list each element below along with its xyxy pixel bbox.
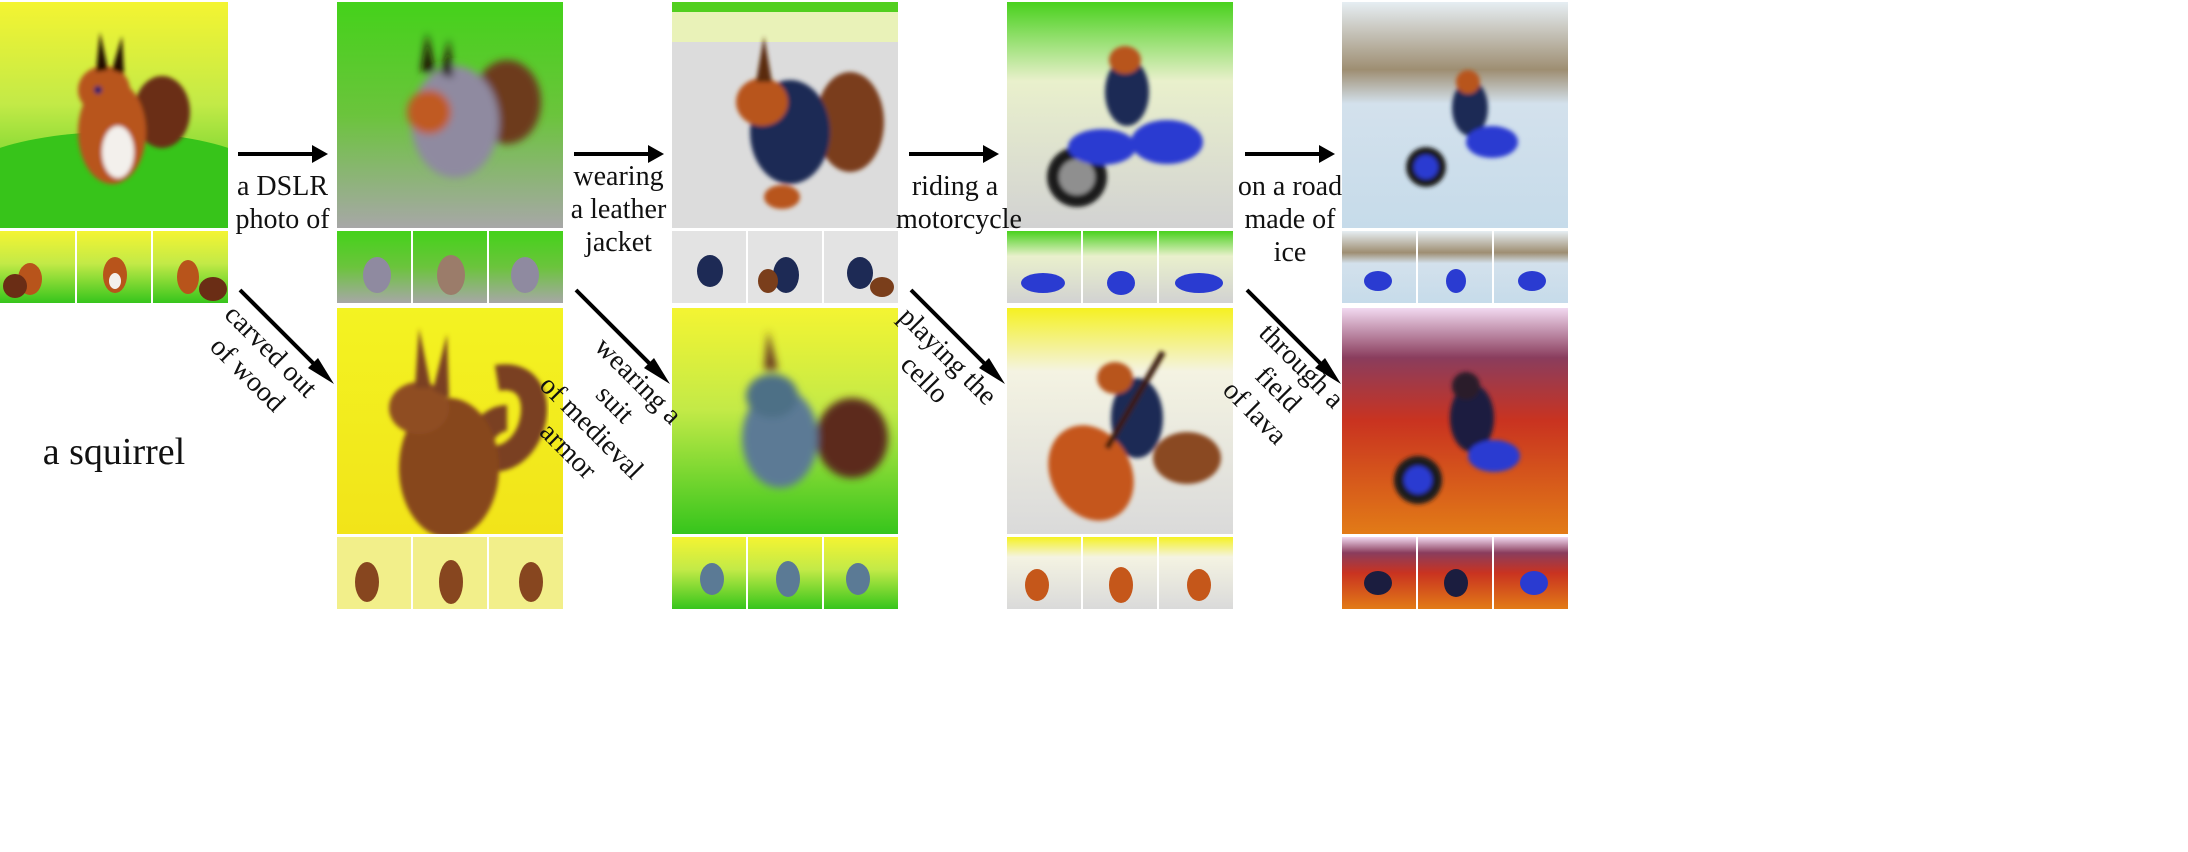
label-motorcycle-line-1: riding a — [911, 171, 999, 202]
arrow-down-right-icon — [909, 288, 1005, 384]
dslr-image — [337, 2, 563, 228]
arrow-right-icon — [1245, 145, 1335, 163]
motorcycle-view-1 — [1007, 231, 1081, 303]
ice-view-2 — [1418, 231, 1492, 303]
label-dslr-line-2: photo of — [235, 204, 330, 235]
arrow-down-right-icon — [238, 288, 334, 384]
label-jacket-line-3: jacket — [585, 227, 652, 258]
jacket-view-3 — [824, 231, 898, 303]
wood-views — [337, 537, 563, 609]
arrow-down-right-icon — [1245, 288, 1341, 384]
dslr-view-3 — [489, 231, 563, 303]
source-views — [0, 231, 228, 303]
wood-view-1 — [337, 537, 411, 609]
armor-view-2 — [748, 537, 822, 609]
label-ice: on a road made of ice — [1230, 170, 1350, 269]
motorcycle-view-3 — [1159, 231, 1233, 303]
arrow-right-icon — [238, 145, 328, 163]
arrow-down-right-icon — [574, 288, 670, 384]
cello-image — [1007, 308, 1233, 534]
jacket-view-1 — [672, 231, 746, 303]
lava-image — [1342, 308, 1568, 534]
source-image — [0, 2, 228, 228]
armor-views — [672, 537, 898, 609]
label-dslr: a DSLR photo of — [230, 170, 335, 236]
armor-view-1 — [672, 537, 746, 609]
lava-view-2 — [1418, 537, 1492, 609]
armor-image — [672, 308, 898, 534]
label-motorcycle-line-2: motorcycle — [896, 204, 1022, 235]
motorcycle-view-2 — [1083, 231, 1157, 303]
jacket-view-2 — [748, 231, 822, 303]
ice-image — [1342, 2, 1568, 228]
dslr-view-1 — [337, 231, 411, 303]
cello-views — [1007, 537, 1233, 609]
dslr-view-2 — [413, 231, 487, 303]
cello-view-1 — [1007, 537, 1081, 609]
source-view-2 — [77, 231, 151, 303]
arrow-right-icon — [909, 145, 999, 163]
source-caption: a squirrel — [42, 431, 186, 473]
jacket-views — [672, 231, 898, 303]
motorcycle-image — [1007, 2, 1233, 228]
ice-view-3 — [1494, 231, 1568, 303]
label-ice-line-1: on a road — [1237, 171, 1343, 202]
label-motorcycle: riding a motorcycle — [896, 170, 1022, 236]
arrow-right-icon — [574, 145, 664, 163]
lava-view-1 — [1342, 537, 1416, 609]
dslr-views — [337, 231, 563, 303]
wood-image — [337, 308, 563, 534]
ice-views — [1342, 231, 1568, 303]
lava-views — [1342, 537, 1568, 609]
wood-view-3 — [489, 537, 563, 609]
lava-view-3 — [1494, 537, 1568, 609]
label-jacket-line-1: wearing — [573, 161, 664, 192]
label-jacket-line-2: a leather — [570, 194, 667, 225]
label-dslr-line-1: a DSLR — [237, 171, 328, 202]
cello-view-2 — [1083, 537, 1157, 609]
cello-view-3 — [1159, 537, 1233, 609]
label-ice-line-2: made of ice — [1244, 204, 1336, 268]
source-view-3 — [153, 231, 228, 303]
wood-view-2 — [413, 537, 487, 609]
armor-view-3 — [824, 537, 898, 609]
motorcycle-views — [1007, 231, 1233, 303]
source-view-1 — [0, 231, 75, 303]
label-jacket: wearing a leather jacket — [566, 160, 671, 259]
jacket-image — [672, 2, 898, 228]
ice-view-1 — [1342, 231, 1416, 303]
